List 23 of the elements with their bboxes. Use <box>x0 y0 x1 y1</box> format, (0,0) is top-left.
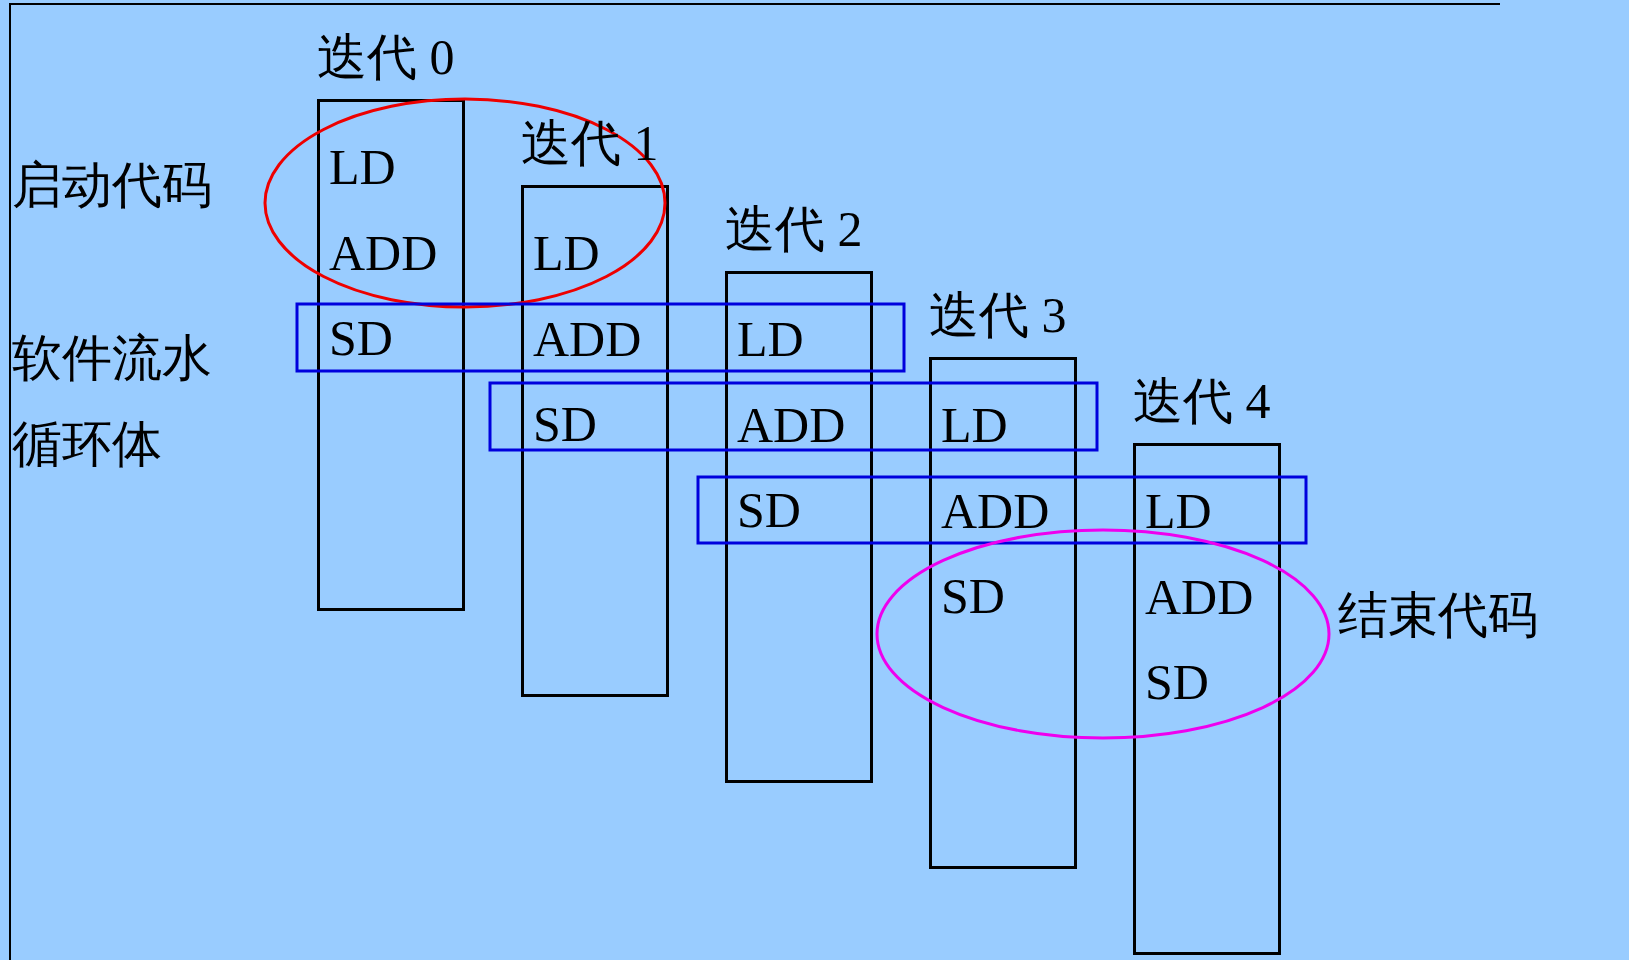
instruction-label: ADD <box>1145 569 1254 625</box>
section-label: 结束代码 <box>1338 586 1539 645</box>
instruction-label: LD <box>533 225 600 281</box>
instruction-label: SD <box>1145 654 1209 710</box>
iteration-heading: 迭代 1 <box>521 115 659 171</box>
instruction-label: SD <box>737 482 801 538</box>
iteration-heading: 迭代 0 <box>317 29 455 85</box>
instruction-label: SD <box>941 568 1005 624</box>
instruction-label: ADD <box>533 311 642 367</box>
instruction-label: LD <box>329 139 396 195</box>
instruction-label: LD <box>737 311 804 367</box>
iteration-heading: 迭代 2 <box>725 201 863 257</box>
instruction-label: LD <box>1145 483 1212 539</box>
instruction-label: ADD <box>737 397 846 453</box>
instruction-label: SD <box>329 310 393 366</box>
iteration-heading: 迭代 3 <box>929 287 1067 343</box>
iteration-heading: 迭代 4 <box>1133 373 1271 429</box>
instruction-label: SD <box>533 396 597 452</box>
instruction-label: ADD <box>329 225 438 281</box>
section-label: 软件流水循环体 <box>12 329 213 474</box>
section-label: 启动代码 <box>12 156 213 215</box>
instruction-label: ADD <box>941 483 1050 539</box>
instruction-label: LD <box>941 397 1008 453</box>
